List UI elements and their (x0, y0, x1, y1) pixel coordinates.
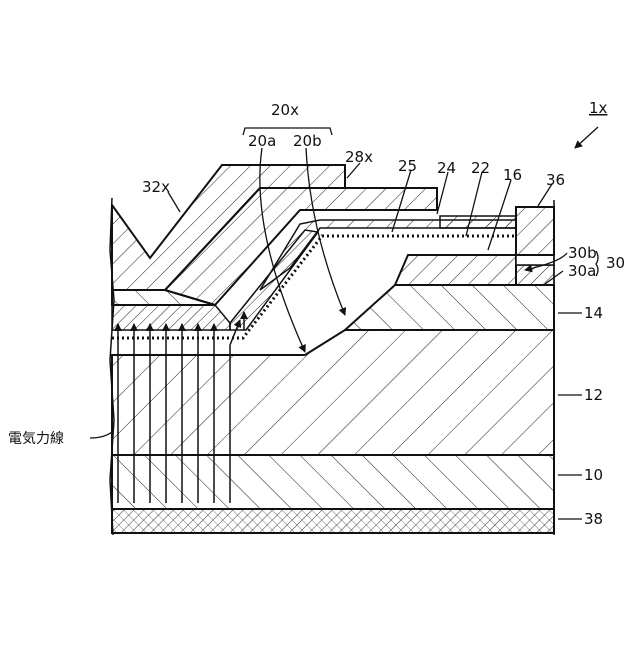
layer-14 (345, 285, 554, 330)
layer-12 (112, 330, 554, 455)
label-30b: 30b (568, 244, 597, 262)
figure-id-label: 1x (589, 99, 608, 117)
label-36: 36 (546, 171, 565, 189)
label-12: 12 (584, 386, 603, 404)
label-24: 24 (437, 159, 456, 177)
layer-24 (440, 216, 516, 228)
label-25: 25 (398, 157, 417, 175)
label-10: 10 (584, 466, 603, 484)
label-16: 16 (503, 166, 522, 184)
label-30a: 30a (568, 262, 596, 280)
label-30: 30 (606, 254, 625, 272)
layer-38 (112, 509, 554, 533)
label-22: 22 (471, 159, 490, 177)
electrode-36 (516, 207, 554, 255)
label-28x: 28x (345, 148, 373, 166)
label-32x: 32x (142, 178, 170, 196)
label-20b: 20b (293, 132, 322, 150)
layer-left-base (112, 305, 230, 330)
layer-16 (395, 255, 516, 285)
label-20a: 20a (248, 132, 276, 150)
label-field-lines: 電気力線 (8, 431, 64, 447)
label-38: 38 (584, 510, 603, 528)
label-14: 14 (584, 304, 603, 322)
label-20x: 20x (271, 101, 299, 119)
layer-10 (112, 455, 554, 509)
